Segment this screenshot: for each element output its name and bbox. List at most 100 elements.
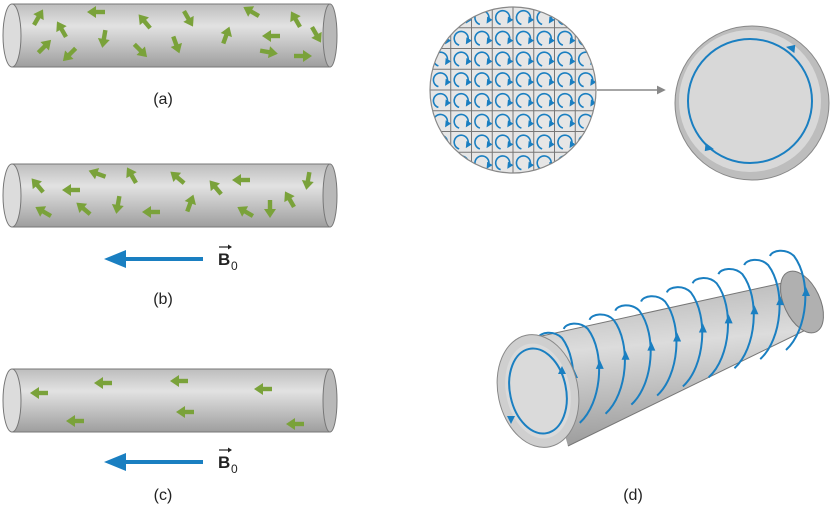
dipole-arrow-icon (87, 6, 105, 18)
panel-d: (d) (429, 6, 830, 504)
dipole-arrow-icon (220, 26, 232, 45)
dipole-arrow-icon (286, 418, 304, 430)
circular-arrow-icon (474, 30, 493, 46)
dipole-arrow-icon (264, 200, 276, 218)
circular-arrow-icon (494, 30, 514, 46)
panel-label-a: (a) (153, 91, 173, 108)
circular-arrow-icon (536, 72, 555, 88)
current-direction-icon (802, 287, 810, 296)
circular-arrow-icon (515, 51, 535, 67)
dipole-arrow-icon (56, 21, 68, 39)
surface-current-loop (691, 277, 729, 379)
current-direction-icon (750, 305, 759, 315)
surface-current-loop (717, 267, 755, 369)
surface-current-loop (588, 313, 626, 415)
circular-arrow-icon (515, 155, 535, 171)
circular-arrow-icon (536, 51, 555, 67)
circular-arrow-icon (557, 134, 576, 150)
circular-arrow-icon (557, 113, 576, 129)
circular-arrow-icon (557, 92, 576, 109)
rod-c (2, 368, 338, 433)
circular-arrow-icon (474, 134, 493, 150)
solenoid-cylinder (496, 249, 824, 448)
field-label-c: B 0 (218, 447, 238, 476)
dipole-arrow-icon (237, 206, 255, 218)
current-direction-icon (776, 296, 785, 306)
current-direction-icon (698, 323, 707, 333)
dipole-arrow-icon (66, 415, 84, 427)
panel-b: B 0 (b) (2, 163, 338, 308)
circular-arrow-icon (494, 113, 514, 129)
circular-arrow-icon (577, 92, 596, 109)
dipole-arrow-icon (243, 6, 261, 18)
dipole-arrow-icon (62, 184, 80, 196)
circular-arrow-icon (494, 9, 514, 26)
current-direction-icon (621, 350, 630, 360)
dipole-arrow-icon (142, 206, 160, 218)
circular-arrow-icon (453, 92, 472, 109)
dipole-arrow-icon (259, 46, 278, 59)
circular-arrow-icon (515, 30, 535, 46)
circular-arrow-icon (577, 72, 596, 88)
dipole-arrow-icon (254, 383, 272, 395)
dipole-arrow-icon (284, 191, 296, 209)
circular-arrow-icon (474, 113, 493, 129)
dipole-arrow-icon (32, 9, 44, 27)
dipole-arrow-icon (132, 42, 148, 58)
surface-current-loop (614, 304, 652, 406)
applied-field-arrow-b (104, 250, 203, 268)
dipoles-aligned (30, 375, 304, 430)
field-subscript: 0 (231, 462, 238, 476)
rod-a (2, 3, 338, 68)
current-direction-icon (595, 359, 604, 369)
dipole-arrow-icon (290, 11, 302, 29)
rod-b (2, 163, 338, 228)
circular-arrow-icon (432, 155, 452, 171)
circular-arrow-icon (432, 92, 452, 109)
circular-arrow-icon (515, 72, 535, 88)
current-direction-icon (704, 142, 714, 152)
circular-arrow-icon (515, 9, 535, 26)
dipoles-partially-aligned (31, 167, 314, 218)
dipole-arrow-icon (184, 194, 196, 213)
circular-arrow-icon (515, 134, 535, 150)
dipole-arrow-icon (88, 168, 107, 180)
circular-arrow-icon (474, 72, 493, 88)
surface-current-loops (537, 249, 810, 433)
dipole-arrow-icon (310, 25, 322, 43)
panel-label-c: (c) (154, 487, 173, 504)
circular-arrow-icon (453, 30, 472, 46)
cross-section-net-current (674, 25, 830, 181)
dipole-arrow-icon (126, 167, 138, 185)
dipole-arrow-icon (35, 206, 53, 218)
dipole-arrow-icon (170, 171, 186, 185)
dipole-arrow-icon (262, 30, 280, 42)
current-direction-icon (507, 416, 515, 424)
dipole-arrow-icon (209, 180, 223, 196)
dipole-arrow-icon (97, 29, 110, 48)
field-symbol: B (218, 453, 230, 472)
circular-arrow-icon (494, 92, 514, 109)
circular-arrow-icon (494, 155, 514, 171)
current-direction-icon (786, 44, 796, 54)
circular-arrow-icon (536, 92, 555, 109)
circular-arrow-icon (474, 92, 493, 109)
dipole-arrow-icon (76, 202, 92, 216)
dipole-arrow-icon (170, 375, 188, 387)
dipole-arrow-icon (182, 9, 194, 27)
applied-field-arrow-c (104, 453, 203, 471)
dipole-arrow-icon (232, 174, 250, 186)
field-symbol: B (218, 250, 230, 269)
circular-arrow-icon (474, 51, 493, 67)
circular-arrow-icon (432, 9, 452, 26)
panel-label-b: (b) (153, 291, 173, 308)
current-direction-icon (558, 366, 566, 374)
circular-arrow-icon (494, 72, 514, 88)
circular-arrow-icon (453, 134, 472, 150)
surface-current-loop (562, 322, 601, 424)
field-subscript: 0 (231, 259, 238, 273)
current-direction-icon (673, 332, 682, 342)
dipole-arrow-icon (176, 406, 194, 418)
circular-arrow-icon (577, 9, 596, 26)
